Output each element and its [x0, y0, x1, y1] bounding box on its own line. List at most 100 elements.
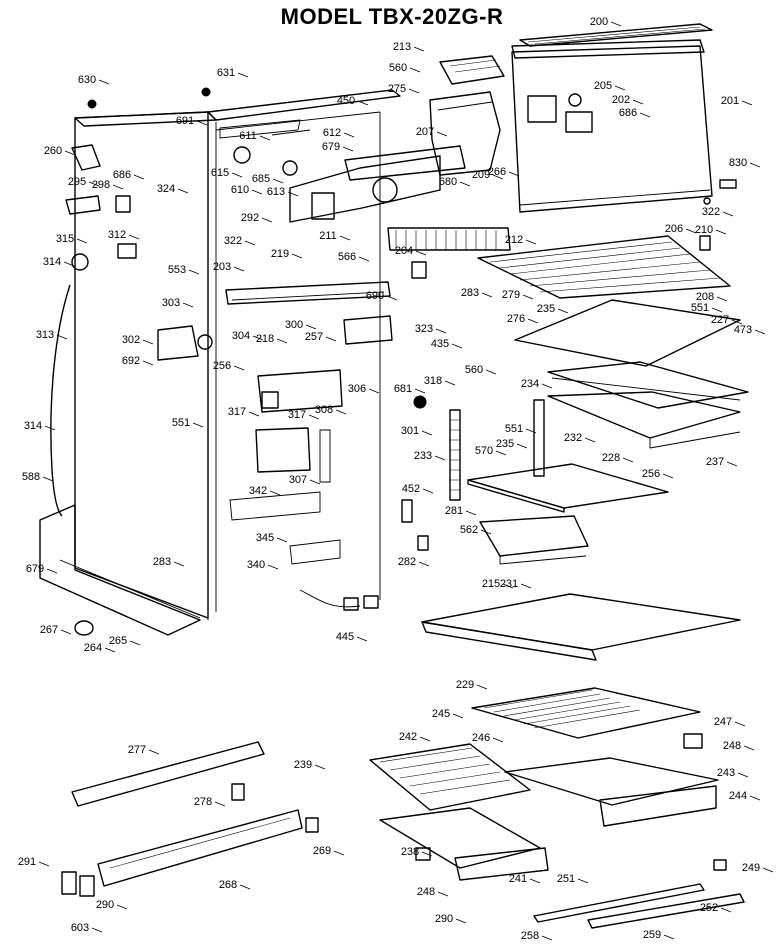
leader-line — [339, 235, 351, 241]
part-number: 680 — [439, 176, 457, 188]
leader-line — [481, 292, 493, 298]
part-number: 692 — [122, 355, 140, 367]
part-callout-314: 314 — [43, 256, 75, 268]
leader-line — [413, 46, 425, 52]
part-number: 239 — [294, 759, 312, 771]
part-callout-450: 450 — [337, 95, 369, 107]
part-number: 208 — [696, 291, 714, 303]
part-number: 308 — [315, 404, 333, 416]
egg-tray — [439, 55, 505, 85]
leader-line — [722, 211, 734, 217]
part-callout-235: 235 — [496, 438, 528, 450]
leader-line — [749, 795, 761, 801]
control-housing — [157, 281, 393, 413]
part-number: 301 — [401, 425, 419, 437]
leader-line — [276, 338, 288, 344]
leader-line — [434, 455, 446, 461]
part-callout-248: 248 — [417, 886, 449, 898]
part-number: 200 — [590, 16, 608, 28]
part-callout-690: 690 — [366, 290, 398, 302]
shelf-228 — [467, 463, 669, 513]
leader-line — [60, 629, 72, 635]
leader-line — [435, 328, 447, 334]
part-callout-291: 291 — [18, 856, 50, 868]
leader-line — [741, 100, 753, 106]
leader-line — [726, 461, 738, 467]
part-callout-345: 345 — [256, 532, 288, 544]
part-callout-228: 228 — [602, 452, 634, 464]
part-callout-553: 553 — [168, 264, 200, 276]
part-number: 322 — [224, 235, 242, 247]
part-number: 553 — [168, 264, 186, 276]
part-callout-560: 560 — [389, 62, 421, 74]
part-number: 303 — [162, 297, 180, 309]
part-callout-322: 322 — [702, 206, 734, 218]
part-number: 686 — [619, 107, 637, 119]
part-callout-691: 691 — [176, 115, 208, 127]
leader-line — [685, 228, 697, 234]
part-callout-256: 256 — [213, 360, 245, 372]
part-number: 265 — [109, 635, 127, 647]
leader-line — [516, 443, 528, 449]
drain-tube-313 — [50, 284, 71, 517]
leader-line — [56, 334, 68, 340]
part-number: 603 — [71, 922, 89, 934]
leader-line — [192, 422, 204, 428]
leader-line — [452, 713, 464, 719]
part-callout-314: 314 — [24, 420, 56, 432]
part-number: 313 — [36, 329, 54, 341]
leader-line — [419, 736, 431, 742]
part-number: 215 — [482, 578, 500, 590]
part-callout-611: 611 — [239, 130, 271, 142]
leader-line — [541, 935, 553, 941]
butter-bin — [429, 91, 501, 176]
part-callout-259: 259 — [643, 929, 675, 941]
part-callout-239: 239 — [294, 759, 326, 771]
part-callout-830: 830 — [729, 157, 761, 169]
part-callout-260: 260 — [44, 145, 76, 157]
part-number: 295 — [68, 176, 86, 188]
model-title: MODEL TBX-20ZG-R — [280, 4, 504, 29]
leader-line — [46, 568, 58, 574]
part-number: 318 — [424, 375, 442, 387]
part-number: 219 — [271, 248, 289, 260]
leader-line — [177, 188, 189, 194]
part-callout-603: 603 — [71, 922, 103, 934]
part-number: 279 — [502, 289, 520, 301]
leader-line — [749, 162, 761, 168]
part-callout-248: 248 — [723, 740, 755, 752]
leader-line — [529, 878, 541, 884]
part-number: 203 — [213, 261, 231, 273]
part-number: 257 — [305, 331, 323, 343]
crisper-cover-245 — [471, 687, 701, 739]
leader-line — [358, 256, 370, 262]
part-number: 292 — [241, 212, 259, 224]
part-callout-615: 615 — [211, 167, 243, 179]
part-number: 342 — [249, 485, 267, 497]
leader-line — [91, 927, 103, 933]
leader-line — [485, 369, 497, 375]
part-number: 247 — [714, 716, 732, 728]
part-number: 201 — [721, 95, 739, 107]
part-callout-686: 686 — [113, 169, 145, 181]
leader-line — [541, 383, 553, 389]
part-callout-279: 279 — [502, 289, 534, 301]
part-callout-679: 679 — [322, 141, 354, 153]
leader-line — [357, 100, 369, 106]
leader-line — [269, 490, 281, 496]
part-callout-264: 264 — [84, 642, 116, 654]
part-number: 473 — [734, 324, 752, 336]
leader-line — [251, 189, 263, 195]
rail-277 — [71, 741, 265, 807]
part-callout-281: 281 — [445, 505, 477, 517]
freezer-shelf-212 — [387, 227, 511, 251]
part-number: 206 — [665, 223, 683, 235]
shelf-support-233 — [449, 409, 461, 501]
part-number: 211 — [319, 230, 337, 242]
leader-line — [421, 851, 433, 857]
shelf-support-232 — [533, 399, 545, 477]
part-callout-247: 247 — [714, 716, 746, 728]
leader-line — [244, 240, 256, 246]
leader-line — [662, 473, 674, 479]
part-number: 266 — [488, 166, 506, 178]
